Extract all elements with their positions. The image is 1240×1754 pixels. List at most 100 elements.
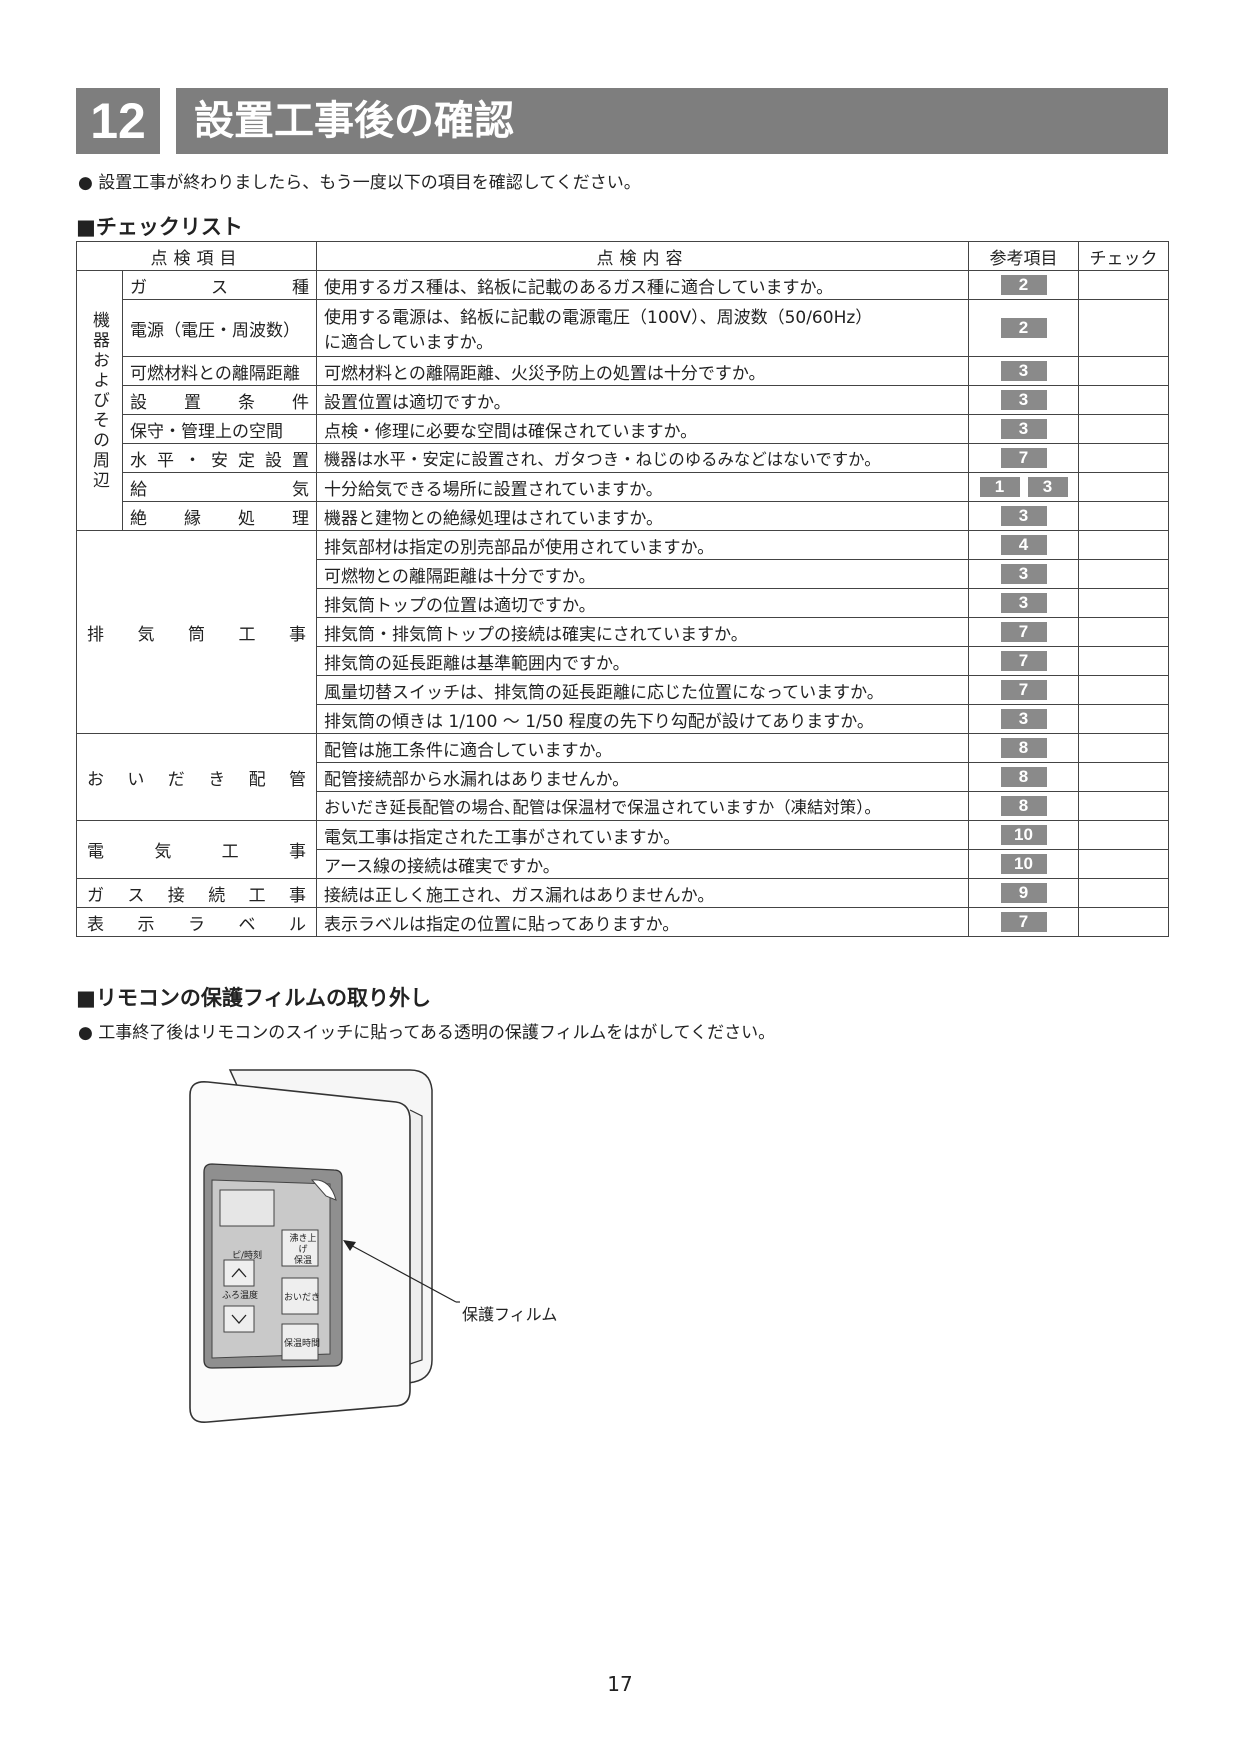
- check-cell[interactable]: [1078, 820, 1169, 850]
- ref-badge: 7: [1000, 622, 1047, 642]
- ref-badge: 7: [1000, 448, 1047, 468]
- table-row: 可燃物との離隔距離は十分ですか。 3: [77, 559, 1169, 589]
- check-cell[interactable]: [1078, 646, 1169, 676]
- check-cell[interactable]: [1078, 299, 1169, 357]
- table-header-row: 点検項目 点検内容 参考項目 チェック: [76, 241, 1169, 271]
- table-row: 排気筒の延長距離は基準範囲内ですか。 7: [77, 646, 1169, 676]
- check-content: 設置位置は適切ですか。: [316, 385, 969, 415]
- check-cell[interactable]: [1078, 270, 1169, 300]
- check-content: 点検・修理に必要な空間は確保されていますか。: [316, 414, 969, 444]
- check-content: 排気筒トップの位置は適切ですか。: [316, 588, 969, 618]
- check-cell[interactable]: [1078, 849, 1169, 879]
- ref-badge: 10: [1000, 825, 1047, 845]
- page-number: 17: [607, 1672, 633, 1696]
- ref-badge: 3: [1027, 477, 1068, 497]
- check-item: 給気: [122, 472, 317, 502]
- ref-badge: 3: [1000, 361, 1047, 381]
- intro-text: ● 設置工事が終わりましたら、もう一度以下の項目を確認してください。: [78, 173, 641, 193]
- table-row: おいだき配管 配管は施工条件に適合していますか。 8: [76, 733, 1169, 821]
- group-gas-connection: ガス接続工事: [76, 878, 317, 908]
- check-content-cont: に適合していますか。: [324, 333, 494, 353]
- ref-badge: 7: [1000, 651, 1047, 671]
- check-cell[interactable]: [1078, 762, 1169, 792]
- ref-badge: 10: [1000, 854, 1047, 874]
- header-content: 点検内容: [316, 241, 969, 271]
- table-row: おいだき延長配管の場合､配管は保温材で保温されていますか（凍結対策）。 8: [77, 791, 1169, 821]
- check-content: 機器と建物との絶縁処理はされていますか。: [316, 501, 969, 531]
- check-content: おいだき延長配管の場合､配管は保温材で保温されていますか（凍結対策）。: [316, 791, 969, 821]
- check-cell[interactable]: [1078, 356, 1169, 386]
- checklist-table: 点検項目 点検内容 参考項目 チェック 機器およびその周辺 ガス種 使用するガス…: [76, 241, 1169, 937]
- check-cell[interactable]: [1078, 443, 1169, 473]
- check-cell[interactable]: [1078, 472, 1169, 502]
- keep-time-button-label: 保温時間: [284, 1339, 321, 1349]
- group-label: 表示ラベル: [76, 907, 317, 937]
- table-row: 電気工事 電気工事は指定された工事がされていますか。 10: [76, 820, 1169, 879]
- check-content: 接続は正しく施工され、ガス漏れはありませんか。: [316, 878, 969, 908]
- ref-badge: 3: [1000, 593, 1047, 613]
- table-row: 排気筒工事 排気部材は指定の別売部品が使用されていますか。 4: [76, 530, 1169, 734]
- ref-badge: 3: [1000, 709, 1047, 729]
- check-content: アース線の接続は確実ですか。: [316, 849, 969, 879]
- check-content: 排気筒・排気筒トップの接続は確実にされていますか。: [316, 617, 969, 647]
- check-item: ガス種: [122, 270, 317, 300]
- check-item: 保守・管理上の空間: [122, 414, 317, 444]
- table-row: アース線の接続は確実ですか。 10: [77, 849, 1169, 879]
- table-row: 電源（電圧・周波数） 使用する電源は、銘板に記載の電源電圧（100V）、周波数（…: [77, 299, 1169, 357]
- check-content: 排気筒の傾きは 1/100 ～ 1/50 程度の先下り勾配が設けてありますか。: [316, 704, 969, 734]
- header-item: 点検項目: [76, 241, 317, 271]
- check-content: 排気筒の延長距離は基準範囲内ですか。: [316, 646, 969, 676]
- check-item: 絶縁処理: [122, 501, 317, 531]
- ref-badge: 3: [1000, 564, 1047, 584]
- ref-badge: 1: [979, 477, 1020, 497]
- check-cell[interactable]: [1078, 675, 1169, 705]
- ref-badge: 7: [1000, 912, 1047, 932]
- table-row: ガス接続工事 接続は正しく施工され、ガス漏れはありませんか。 9: [76, 878, 1169, 908]
- check-cell[interactable]: [1078, 559, 1169, 589]
- check-content: 十分給気できる場所に設置されていますか。: [316, 472, 969, 502]
- check-cell[interactable]: [1078, 617, 1169, 647]
- ref-badge: 3: [1000, 506, 1047, 526]
- check-cell[interactable]: [1078, 588, 1169, 618]
- check-content: 機器は水平・安定に設置され、ガタつき・ねじのゆるみなどはないですか。: [316, 443, 969, 473]
- check-item: 水平・安定設置: [122, 443, 317, 473]
- table-row: 機器およびその周辺 ガス種 使用するガス種は、銘板に記載のあるガス種に適合してい…: [76, 270, 1169, 531]
- ref-badge: 9: [1000, 883, 1047, 903]
- check-content: 可燃物との離隔距離は十分ですか。: [316, 559, 969, 589]
- check-cell[interactable]: [1078, 733, 1169, 763]
- timer-button-label: ピ/時刻: [232, 1251, 263, 1261]
- check-cell[interactable]: [1078, 907, 1169, 937]
- check-content: 配管接続部から水漏れはありませんか。: [316, 762, 969, 792]
- check-cell[interactable]: [1078, 878, 1169, 908]
- ref-badge: 3: [1000, 419, 1047, 439]
- check-content: 使用するガス種は、銘板に記載のあるガス種に適合していますか。: [316, 270, 969, 300]
- check-cell[interactable]: [1078, 530, 1169, 560]
- ref-badge: 2: [1000, 275, 1047, 295]
- check-content: 表示ラベルは指定の位置に貼ってありますか。: [316, 907, 969, 937]
- ref-badge: 4: [1000, 535, 1047, 555]
- ref-badge: 8: [1000, 767, 1047, 787]
- header-ref: 参考項目: [968, 241, 1079, 271]
- table-row: 絶縁処理 機器と建物との絶縁処理はされていますか。 3: [77, 501, 1169, 531]
- ref-badge: 8: [1000, 796, 1047, 816]
- check-cell[interactable]: [1078, 501, 1169, 531]
- section-header: 12 設置工事後の確認: [76, 88, 1168, 154]
- check-cell[interactable]: [1078, 791, 1169, 821]
- ref-badge: 8: [1000, 738, 1047, 758]
- table-row: 配管接続部から水漏れはありませんか。 8: [77, 762, 1169, 792]
- table-row: 水平・安定設置 機器は水平・安定に設置され、ガタつき・ねじのゆるみなどはないです…: [77, 443, 1169, 473]
- check-content: 電気工事は指定された工事がされていますか。: [316, 820, 969, 850]
- check-cell[interactable]: [1078, 385, 1169, 415]
- check-cell[interactable]: [1078, 414, 1169, 444]
- bath-temp-label: ふろ温度: [222, 1291, 259, 1301]
- check-item: 設置条件: [122, 385, 317, 415]
- table-row: 風量切替スイッチは、排気筒の延長距離に応じた位置になっていますか。 7: [77, 675, 1169, 705]
- check-content: 使用する電源は、銘板に記載の電源電圧（100V）、周波数（50/60Hz）: [324, 308, 873, 328]
- group-electric: 電気工事: [76, 820, 317, 879]
- check-cell[interactable]: [1078, 704, 1169, 734]
- group-equipment: 機器およびその周辺: [76, 270, 123, 531]
- table-row: 排気筒・排気筒トップの接続は確実にされていますか。 7: [77, 617, 1169, 647]
- checklist-title: ■チェックリスト: [76, 215, 243, 239]
- remote-intro-text: ● 工事終了後はリモコンのスイッチに貼ってある透明の保護フィルムをはがしてくださ…: [78, 1023, 776, 1043]
